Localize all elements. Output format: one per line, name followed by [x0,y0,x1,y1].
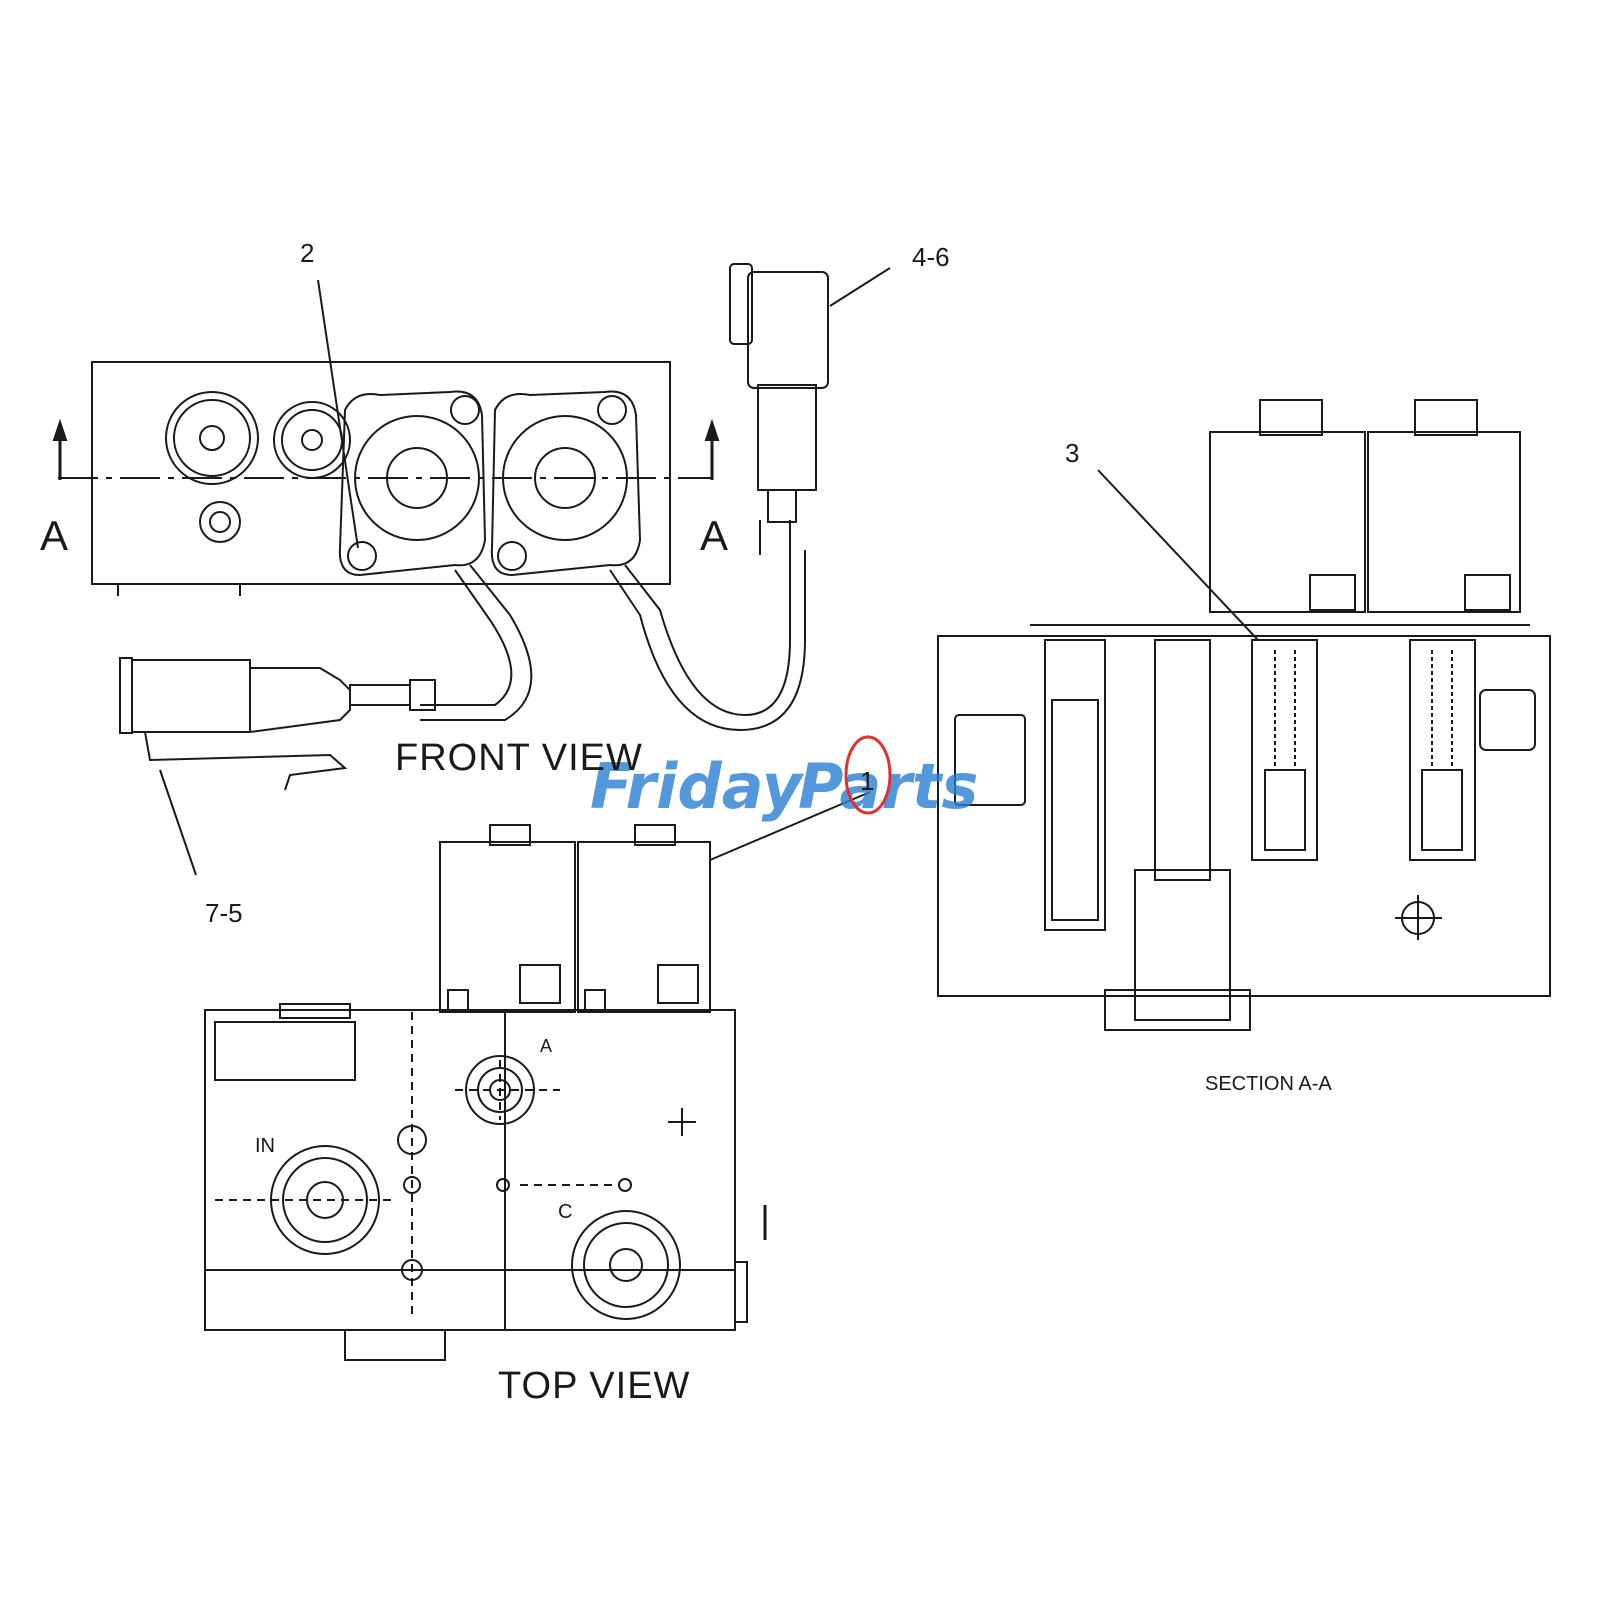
watermark-friday-text: Friday [590,750,805,823]
section-view-label: SECTION A-A [1205,1073,1332,1095]
callout-1-highlight [844,735,892,815]
port-in-label: IN [255,1135,275,1157]
top-view-label: TOP VIEW [498,1365,690,1407]
leader-2 [317,279,359,549]
section-marker-left: A [40,512,68,559]
port-c-label: C [558,1201,572,1223]
callout-7-5: 7-5 [205,898,243,928]
section-marker-right: A [700,512,728,559]
leader-1 [709,791,871,861]
front-view-drawing [52,263,829,791]
callout-3: 3 [1065,438,1079,468]
callout-2: 2 [300,238,314,268]
leader-3 [1097,469,1259,641]
fridayparts-watermark: Friday Parts [590,750,978,823]
front-view-label: FRONT VIEW [395,737,643,779]
port-a-label: A [540,1036,552,1056]
top-view-drawing [204,824,767,1361]
section-view-block [937,635,1551,997]
section-view-drawing [937,399,1551,1031]
top-view-block [204,1009,736,1331]
callout-4-6: 4-6 [912,242,950,272]
callout-1: 1 [860,766,874,796]
leader-4-6 [829,267,891,307]
leader-7-5 [159,769,197,876]
